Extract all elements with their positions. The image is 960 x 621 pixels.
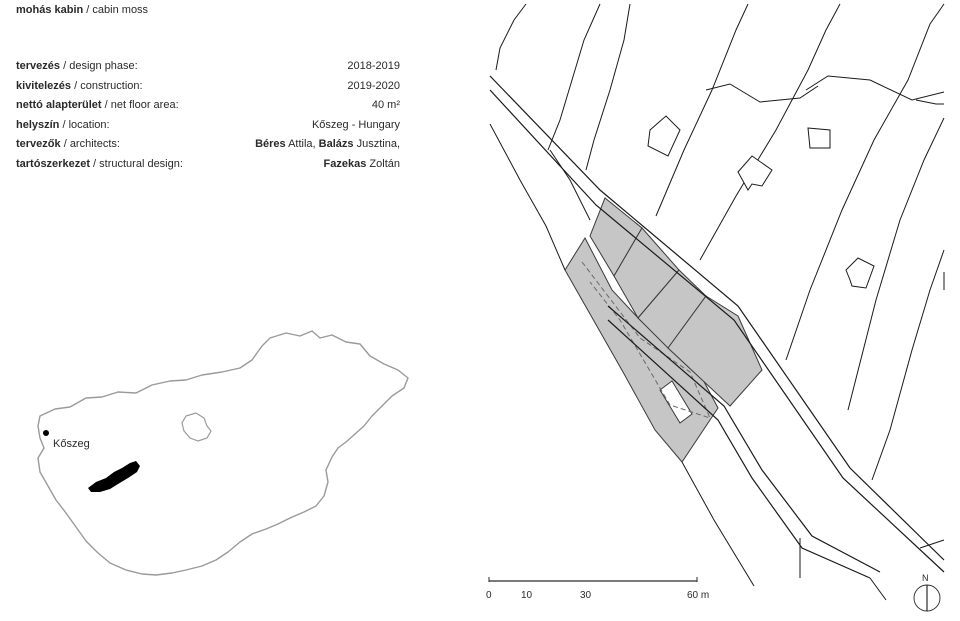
spec-label-separator: / xyxy=(59,118,69,131)
spec-label-separator: / xyxy=(71,79,81,92)
north-arrow: N xyxy=(913,573,941,612)
spec-value: Fazekas Zoltán xyxy=(324,157,400,177)
spec-label-en: structural design: xyxy=(99,157,183,170)
lane-edge-a xyxy=(607,305,881,573)
spec-row: helyszín / location: Kőszeg - Hungary xyxy=(16,118,400,138)
spec-label: tervezés / design phase: xyxy=(16,59,138,79)
spec-row: tervezés / design phase: 2018-2019 xyxy=(16,59,400,79)
koszeg-label: Kőszeg xyxy=(53,438,90,450)
spec-value-part: Kőszeg - Hungary xyxy=(311,118,400,131)
spec-value-part: 40 m² xyxy=(371,99,400,111)
plot-d xyxy=(667,295,763,407)
spec-value-part: 2019-2020 xyxy=(347,79,400,92)
spec-label-en: construction: xyxy=(80,79,143,92)
spec-row: tervezők / architects: Béres Attila, Balá… xyxy=(16,137,400,157)
spec-value-part: Balázs xyxy=(318,138,354,150)
spec-label: nettó alapterület / net floor area: xyxy=(16,98,179,118)
spec-label-en: design phase: xyxy=(69,60,138,72)
spec-value-part: Béres xyxy=(255,138,286,150)
parcel-lines xyxy=(489,3,945,601)
hungary-outline xyxy=(37,330,409,576)
spec-label-separator: / xyxy=(89,157,100,170)
project-name-hu: mohás kabin xyxy=(16,4,84,16)
site-plan xyxy=(489,3,945,601)
spec-label-hu: nettó alapterület xyxy=(16,99,102,111)
scale-label-10: 10 xyxy=(521,590,533,601)
spec-label-en: architects: xyxy=(69,138,120,150)
spec-label-en: net floor area: xyxy=(110,99,179,111)
grey-plots xyxy=(564,197,763,463)
spec-label: kivitelezés / construction: xyxy=(16,79,143,99)
access-path xyxy=(581,261,711,419)
spec-label-hu: tervezés xyxy=(16,60,61,72)
spec-row: tartószerkezet / structural design: Fazek… xyxy=(16,157,400,177)
spec-value: 2019-2020 xyxy=(347,79,400,99)
spec-label-hu: kivitelezés xyxy=(16,79,72,92)
spec-value: Kőszeg - Hungary xyxy=(312,118,400,138)
spec-label: tartószerkezet / structural design: xyxy=(16,157,183,177)
north-label: N xyxy=(922,573,929,583)
project-title: mohás kabin / cabin moss xyxy=(16,4,148,16)
spec-value: 2018-2019 xyxy=(347,59,400,79)
scale-label-60: 60 m xyxy=(687,590,709,601)
spec-row: kivitelezés / construction: 2019-2020 xyxy=(16,79,400,99)
project-name-en: cabin moss xyxy=(92,4,149,16)
cabin-footprint xyxy=(659,380,693,424)
spec-value-part: 2018-2019 xyxy=(347,60,400,72)
scale-label-30: 30 xyxy=(580,590,592,601)
spec-value-part: Zoltán xyxy=(366,157,400,170)
koszeg-dot xyxy=(43,430,49,436)
spec-value-part: Attila, xyxy=(285,138,319,150)
spec-value-part: Jusztina, xyxy=(353,138,400,150)
spec-label: helyszín / location: xyxy=(16,118,110,138)
spec-label-hu: tartószerkezet xyxy=(16,157,90,170)
spec-label-separator: / xyxy=(60,138,70,150)
spec-value: Béres Attila, Balázs Jusztina, xyxy=(255,137,400,157)
spec-row: nettó alapterület / net floor area: 40 m² xyxy=(16,98,400,118)
spec-value-part: Fazekas xyxy=(323,157,367,170)
neighbour-buildings xyxy=(647,115,875,289)
spec-label-en: location: xyxy=(68,118,110,131)
spec-label-hu: tervezők xyxy=(16,138,61,150)
scale-label-0: 0 xyxy=(486,590,492,601)
spec-label-hu: helyszín xyxy=(16,118,60,131)
budapest-outline xyxy=(181,412,212,442)
lane-edge-b xyxy=(607,319,871,579)
project-specs: tervezés / design phase: 2018-2019 kivitel… xyxy=(16,59,400,176)
title-separator: / xyxy=(83,4,93,16)
road-edge-a xyxy=(489,75,945,561)
hungary-map: Kőszeg xyxy=(37,330,409,576)
lake-balaton xyxy=(88,461,140,492)
spec-label-separator: / xyxy=(60,60,70,72)
spec-label-separator: / xyxy=(101,99,111,111)
spec-label: tervezők / architects: xyxy=(16,137,120,157)
spec-value: 40 m² xyxy=(372,98,400,118)
scale-bar: 0 10 30 60 m xyxy=(486,577,709,601)
